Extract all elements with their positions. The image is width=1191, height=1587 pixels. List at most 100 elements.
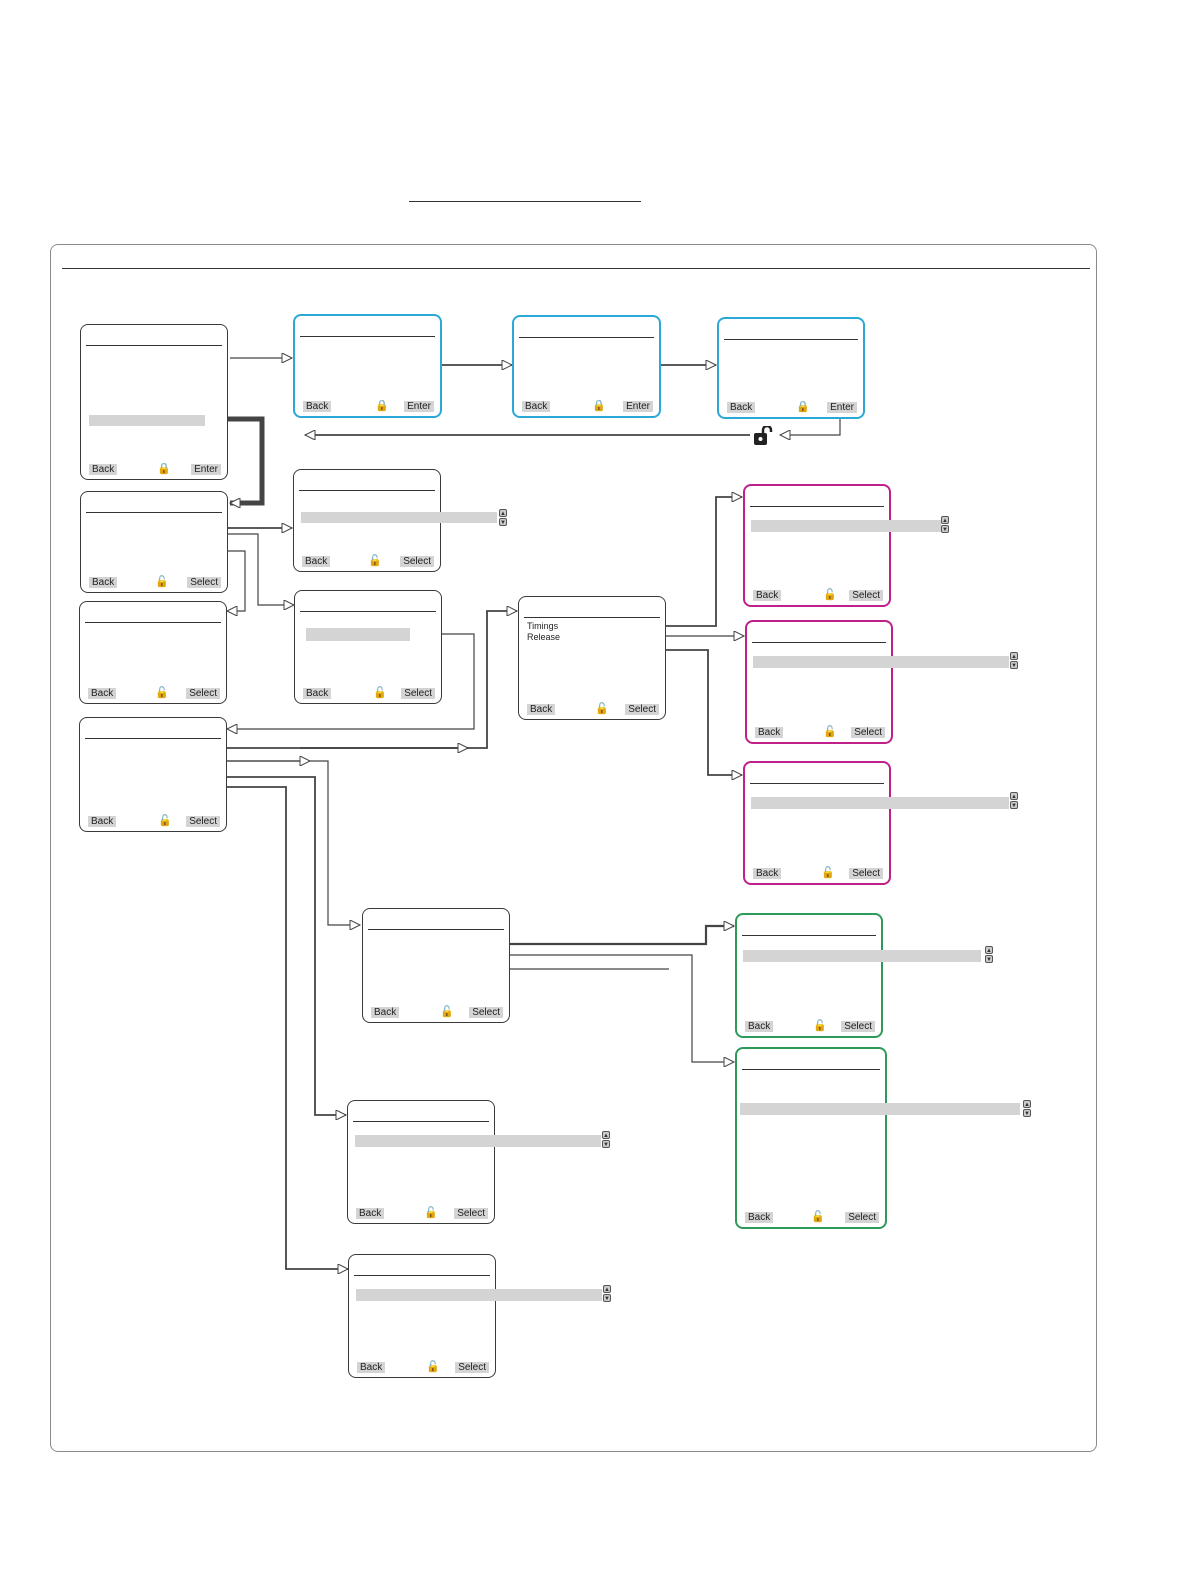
select-button[interactable]: Select bbox=[841, 1021, 875, 1032]
screen-header-line bbox=[750, 506, 884, 507]
select-button[interactable]: Select bbox=[186, 688, 220, 699]
screen-header-line bbox=[524, 617, 660, 618]
panel-header-rule bbox=[62, 268, 1090, 269]
menu-diagram-panel bbox=[50, 244, 1097, 1452]
scroll-down-icon[interactable]: ▼ bbox=[603, 1294, 611, 1302]
screen-output-value-2: ▲ ▼ Back 🔓 Select bbox=[735, 1047, 1031, 1229]
screen-timing-value-2: ▲ ▼ Back 🔓 Select bbox=[745, 620, 1018, 744]
scroll-up-icon[interactable]: ▲ bbox=[1023, 1100, 1031, 1108]
scroll-up-icon[interactable]: ▲ bbox=[602, 1131, 610, 1139]
screen-password-3: Back 🔒 Enter bbox=[717, 317, 865, 419]
select-button[interactable]: Select bbox=[849, 590, 883, 601]
back-button[interactable]: Back bbox=[371, 1007, 400, 1018]
enter-button[interactable]: Enter bbox=[191, 464, 221, 475]
enter-button[interactable]: Enter bbox=[623, 401, 653, 412]
scroll-up-icon[interactable]: ▲ bbox=[1010, 652, 1018, 660]
padlock-open-icon: 🔓 bbox=[823, 726, 837, 738]
back-button[interactable]: Back bbox=[745, 1021, 774, 1032]
back-button[interactable]: Back bbox=[522, 401, 551, 412]
select-button[interactable]: Select bbox=[849, 868, 883, 879]
selected-value[interactable] bbox=[743, 950, 981, 962]
screen-timings-menu: Timings Release Back 🔓 Select bbox=[518, 596, 666, 720]
screen-value-setting-2: ▲ ▼ Back 🔓 Select bbox=[348, 1254, 611, 1378]
menu-item-release[interactable]: Release bbox=[527, 632, 561, 642]
scroll-up-icon[interactable]: ▲ bbox=[499, 509, 507, 517]
padlock-open-icon: 🔓 bbox=[426, 1361, 440, 1373]
connector bbox=[191, 776, 346, 1115]
back-button[interactable]: Back bbox=[303, 688, 332, 699]
select-button[interactable]: Select bbox=[625, 704, 659, 715]
screen-header-line bbox=[742, 935, 876, 936]
screen-header-line bbox=[519, 337, 654, 338]
selected-value[interactable] bbox=[751, 797, 1009, 809]
screen-header-line bbox=[750, 783, 884, 784]
back-button[interactable]: Back bbox=[753, 590, 782, 601]
select-button[interactable]: Select bbox=[469, 1007, 503, 1018]
selected-value[interactable] bbox=[301, 512, 497, 523]
enter-button[interactable]: Enter bbox=[404, 401, 434, 412]
screen-output-value-1: ▲ ▼ Back 🔓 Select bbox=[735, 913, 993, 1038]
select-button[interactable]: Select bbox=[186, 816, 220, 827]
padlock-open-icon: 🔓 bbox=[155, 687, 169, 699]
scroll-down-icon[interactable]: ▼ bbox=[985, 955, 993, 963]
scroll-down-icon[interactable]: ▼ bbox=[1010, 661, 1018, 669]
select-button[interactable]: Select bbox=[400, 556, 434, 567]
select-button[interactable]: Select bbox=[455, 1362, 489, 1373]
back-button[interactable]: Back bbox=[527, 704, 556, 715]
scroll-up-icon[interactable]: ▲ bbox=[941, 516, 949, 524]
back-button[interactable]: Back bbox=[88, 688, 117, 699]
selected-value[interactable] bbox=[356, 1289, 602, 1301]
select-button[interactable]: Select bbox=[851, 727, 885, 738]
back-button[interactable]: Back bbox=[755, 727, 784, 738]
back-button[interactable]: Back bbox=[753, 868, 782, 879]
scroll-down-icon[interactable]: ▼ bbox=[499, 518, 507, 526]
back-button[interactable]: Back bbox=[88, 816, 117, 827]
back-button[interactable]: Back bbox=[89, 577, 118, 588]
scroll-control[interactable]: ▲ ▼ bbox=[499, 509, 508, 527]
back-button[interactable]: Back bbox=[89, 464, 118, 475]
scroll-down-icon[interactable]: ▼ bbox=[1010, 801, 1018, 809]
scroll-down-icon[interactable]: ▼ bbox=[941, 525, 949, 533]
screen-header-line bbox=[300, 611, 436, 612]
scroll-control[interactable]: ▲ ▼ bbox=[602, 1131, 611, 1149]
screen-password-2: Back 🔒 Enter bbox=[512, 315, 661, 418]
screen-main-menu: Back 🔒 Enter bbox=[80, 324, 228, 480]
scroll-control[interactable]: ▲ ▼ bbox=[1010, 792, 1019, 810]
selected-menu-item[interactable] bbox=[306, 628, 410, 641]
connector bbox=[202, 533, 294, 605]
scroll-control[interactable]: ▲ ▼ bbox=[1023, 1100, 1032, 1118]
scroll-up-icon[interactable]: ▲ bbox=[1010, 792, 1018, 800]
padlock-open-icon: 🔓 bbox=[595, 703, 609, 715]
select-button[interactable]: Select bbox=[845, 1212, 879, 1223]
back-button[interactable]: Back bbox=[303, 401, 332, 412]
enter-button[interactable]: Enter bbox=[827, 402, 857, 413]
select-button[interactable]: Select bbox=[454, 1208, 488, 1219]
selected-value[interactable] bbox=[740, 1103, 1020, 1115]
scroll-control[interactable]: ▲ ▼ bbox=[941, 516, 950, 534]
select-button[interactable]: Select bbox=[187, 577, 221, 588]
back-button[interactable]: Back bbox=[302, 556, 331, 567]
scroll-down-icon[interactable]: ▼ bbox=[602, 1140, 610, 1148]
scroll-down-icon[interactable]: ▼ bbox=[1023, 1109, 1031, 1117]
padlock-open-icon: 🔓 bbox=[155, 576, 169, 588]
scroll-up-icon[interactable]: ▲ bbox=[985, 946, 993, 954]
scroll-up-icon[interactable]: ▲ bbox=[603, 1285, 611, 1293]
menu-item-timings[interactable]: Timings bbox=[527, 621, 559, 631]
scroll-control[interactable]: ▲ ▼ bbox=[603, 1285, 612, 1303]
selected-menu-item[interactable] bbox=[89, 415, 205, 426]
connector bbox=[212, 416, 265, 503]
padlock-open-icon: 🔓 bbox=[373, 687, 387, 699]
select-button[interactable]: Select bbox=[401, 688, 435, 699]
screen-header-line bbox=[752, 642, 886, 643]
selected-value[interactable] bbox=[751, 520, 941, 532]
scroll-control[interactable]: ▲ ▼ bbox=[985, 946, 994, 964]
scroll-control[interactable]: ▲ ▼ bbox=[1010, 652, 1019, 670]
selected-value[interactable] bbox=[355, 1135, 601, 1147]
back-button[interactable]: Back bbox=[745, 1212, 774, 1223]
back-button[interactable]: Back bbox=[356, 1208, 385, 1219]
selected-value[interactable] bbox=[753, 656, 1009, 668]
back-button[interactable]: Back bbox=[727, 402, 756, 413]
back-button[interactable]: Back bbox=[357, 1362, 386, 1373]
screen-settings-menu: Back 🔓 Select bbox=[80, 491, 228, 593]
screen-header-line bbox=[368, 929, 504, 930]
